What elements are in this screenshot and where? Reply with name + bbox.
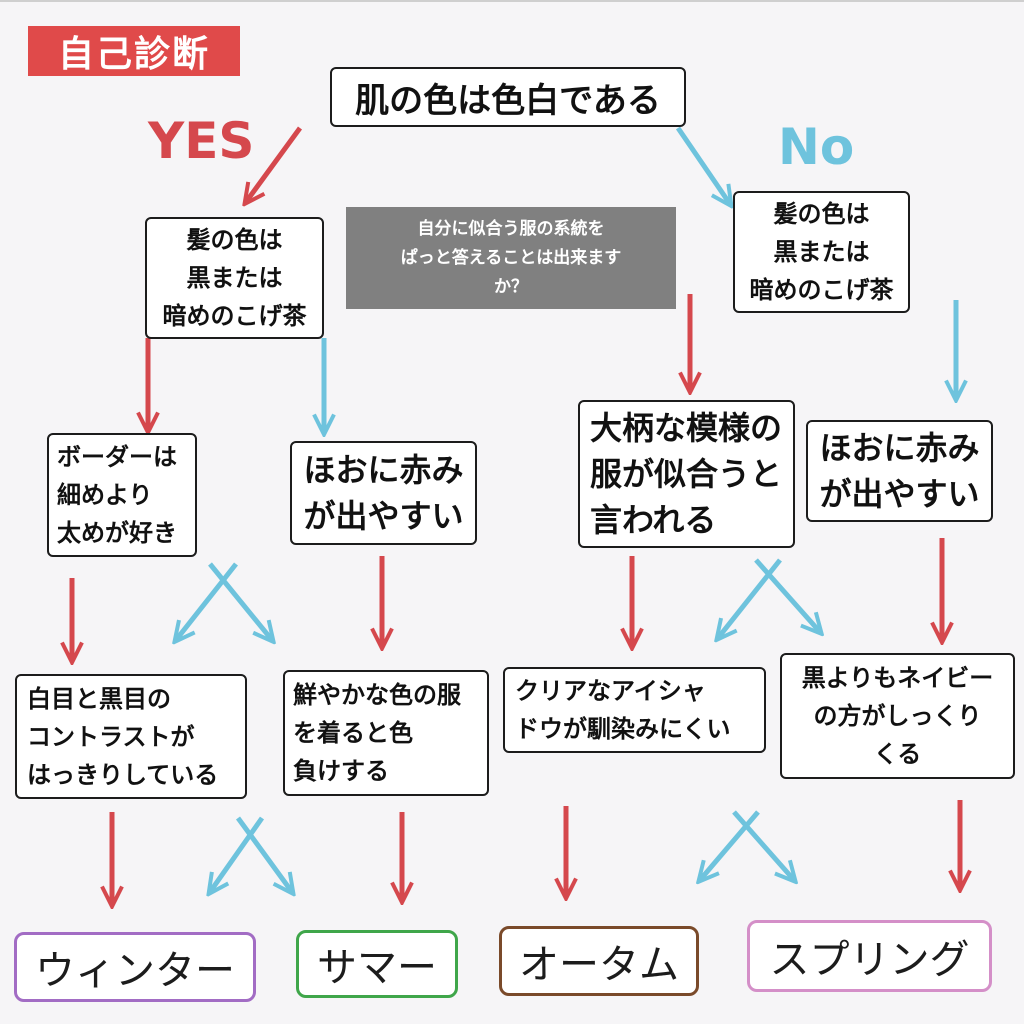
note-line-2: ぱっと答えることは出来ます xyxy=(400,247,622,268)
border-line-2: 細めより xyxy=(57,481,153,509)
border-line-3: 太めが好き xyxy=(57,519,177,547)
contrast-line-1: 白目と黒目の xyxy=(27,684,171,713)
contrast-line-3: はっきりしている xyxy=(27,760,219,789)
pattern-line-3: 言われる xyxy=(590,501,717,539)
yes-arrows xyxy=(72,126,960,904)
border-line-1: ボーダーは xyxy=(57,443,177,471)
left-hair-line-2: 黒または xyxy=(186,264,283,292)
clear-eyeshadow-box: クリアなアイシャ ドウが馴染みにくい xyxy=(503,667,766,753)
right-hair-box: 髪の色は 黒または 暗めのこげ茶 xyxy=(733,191,910,313)
border-pattern-box: ボーダーは 細めより 太めが好き xyxy=(47,433,197,557)
navy-line-3: くる xyxy=(873,740,922,768)
left-hair-line-3: 暗めのこげ茶 xyxy=(162,302,307,330)
no-arrow-5a xyxy=(718,558,782,638)
vivid-color-box: 鮮やかな色の服 を着ると色 負けする xyxy=(283,670,489,796)
no-arrow-6a xyxy=(210,816,265,892)
navy-line-1: 黒よりもネイビー xyxy=(801,664,994,692)
question-box: 肌の色は色白である xyxy=(330,67,686,127)
contrast-line-2: コントラストが xyxy=(27,722,195,751)
no-arrow-5b xyxy=(754,558,820,632)
cheek-left-line-2: が出やすい xyxy=(303,497,464,535)
result-summer: サマー xyxy=(296,930,458,998)
clear-line-1: クリアなアイシャ xyxy=(515,677,706,705)
cheek-redness-box-left: ほおに赤み が出やすい xyxy=(290,441,477,545)
right-hair-line-1: 髪の色は xyxy=(773,200,870,228)
left-hair-line-1: 髪の色は xyxy=(186,226,283,254)
right-hair-line-2: 黒または xyxy=(773,238,870,266)
no-arrow-1 xyxy=(675,126,730,204)
no-arrow-4b xyxy=(208,562,272,640)
note-line-1: 自分に似合う服の系統を xyxy=(417,218,605,239)
vivid-line-2: を着ると色 xyxy=(293,719,413,747)
note-box: 自分に似合う服の系統を ぱっと答えることは出来ます か？ xyxy=(346,207,676,309)
cheek-right-line-1: ほおに赤み xyxy=(819,429,980,467)
result-winter: ウィンター xyxy=(14,932,256,1002)
cheek-right-line-2: が出やすい xyxy=(819,475,980,513)
big-pattern-box: 大柄な模様の 服が似合うと 言われる xyxy=(578,400,795,548)
result-autumn: オータム xyxy=(499,926,699,996)
yes-arrow-1 xyxy=(246,126,303,202)
navy-box: 黒よりもネイビー の方がしっくり くる xyxy=(780,653,1015,779)
vivid-line-1: 鮮やかな色の服 xyxy=(293,681,461,709)
left-hair-box: 髪の色は 黒または 暗めのこげ茶 xyxy=(145,217,324,339)
yes-label: YES xyxy=(148,112,255,170)
clear-line-2: ドウが馴染みにくい xyxy=(515,715,731,743)
question-text: 肌の色は色白である xyxy=(355,80,661,121)
pattern-line-1: 大柄な模様の xyxy=(590,409,783,447)
no-arrow-6b xyxy=(235,816,292,892)
cheek-redness-box-right: ほおに赤み が出やすい xyxy=(806,420,993,522)
vivid-line-3: 負けする xyxy=(293,757,389,785)
note-line-3: か？ xyxy=(494,276,528,297)
no-arrows xyxy=(176,126,956,892)
no-arrow-7b xyxy=(732,810,794,880)
page-title: 自己診断 xyxy=(28,26,240,76)
top-border-line xyxy=(0,0,1024,2)
navy-line-2: の方がしっくり xyxy=(813,702,982,730)
pattern-line-2: 服が似合うと xyxy=(590,455,783,493)
result-spring: スプリング xyxy=(747,920,992,992)
right-hair-line-3: 暗めのこげ茶 xyxy=(749,276,894,304)
no-label: No xyxy=(778,118,855,176)
eye-contrast-box: 白目と黒目の コントラストが はっきりしている xyxy=(15,674,247,799)
no-arrow-4a xyxy=(176,562,238,640)
cheek-left-line-1: ほおに赤み xyxy=(303,451,464,489)
no-arrow-7a xyxy=(700,810,760,880)
